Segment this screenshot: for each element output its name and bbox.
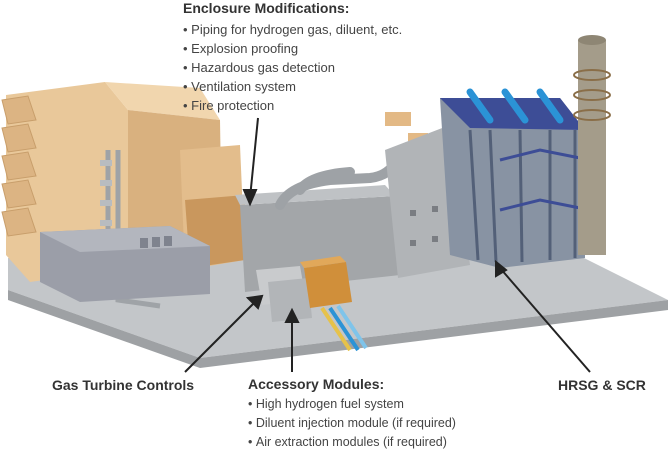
base-plate-edge (8, 290, 668, 368)
enclosure-item: Hazardous gas detection (183, 58, 402, 77)
enclosure-item: Explosion proofing (183, 39, 402, 58)
accessory-modules (256, 256, 352, 322)
enclosure-item: Fire protection (183, 96, 402, 115)
accessory-item: High hydrogen fuel system (248, 395, 456, 414)
gas-turbine-controls-label: Gas Turbine Controls (52, 377, 195, 393)
hrsg-body (440, 98, 585, 268)
hrsg-arrow (499, 267, 591, 373)
enclosure-arrow (249, 117, 259, 199)
control-room (40, 226, 210, 302)
enclosure-callout: Enclosure Modifications: Piping for hydr… (183, 0, 402, 115)
accessory-callout: Accessory Modules: High hydrogen fuel sy… (248, 376, 456, 452)
enclosure-item: Piping for hydrogen gas, diluent, etc. (183, 20, 402, 39)
enclosure-title: Enclosure Modifications: (183, 0, 350, 16)
callout-arrows (184, 117, 591, 373)
accessory-title: Accessory Modules: (248, 376, 385, 392)
exhaust-stack (573, 35, 611, 255)
duct-bolts (410, 206, 438, 246)
fuel-lines (320, 304, 368, 352)
enclosure-item: Ventilation system (183, 77, 402, 96)
gt-controls-arrow (184, 302, 255, 373)
hrsg-scr-label: HRSG & SCR (558, 377, 646, 393)
accessory-list: High hydrogen fuel system Diluent inject… (248, 395, 456, 452)
enclosure-list: Piping for hydrogen gas, diluent, etc. E… (183, 20, 402, 115)
accessory-item: Air extraction modules (if required) (248, 433, 456, 452)
accessory-item: Diluent injection module (if required) (248, 414, 456, 433)
hrsg-roof-pipes (466, 88, 564, 124)
pipe-flanges (100, 160, 112, 226)
